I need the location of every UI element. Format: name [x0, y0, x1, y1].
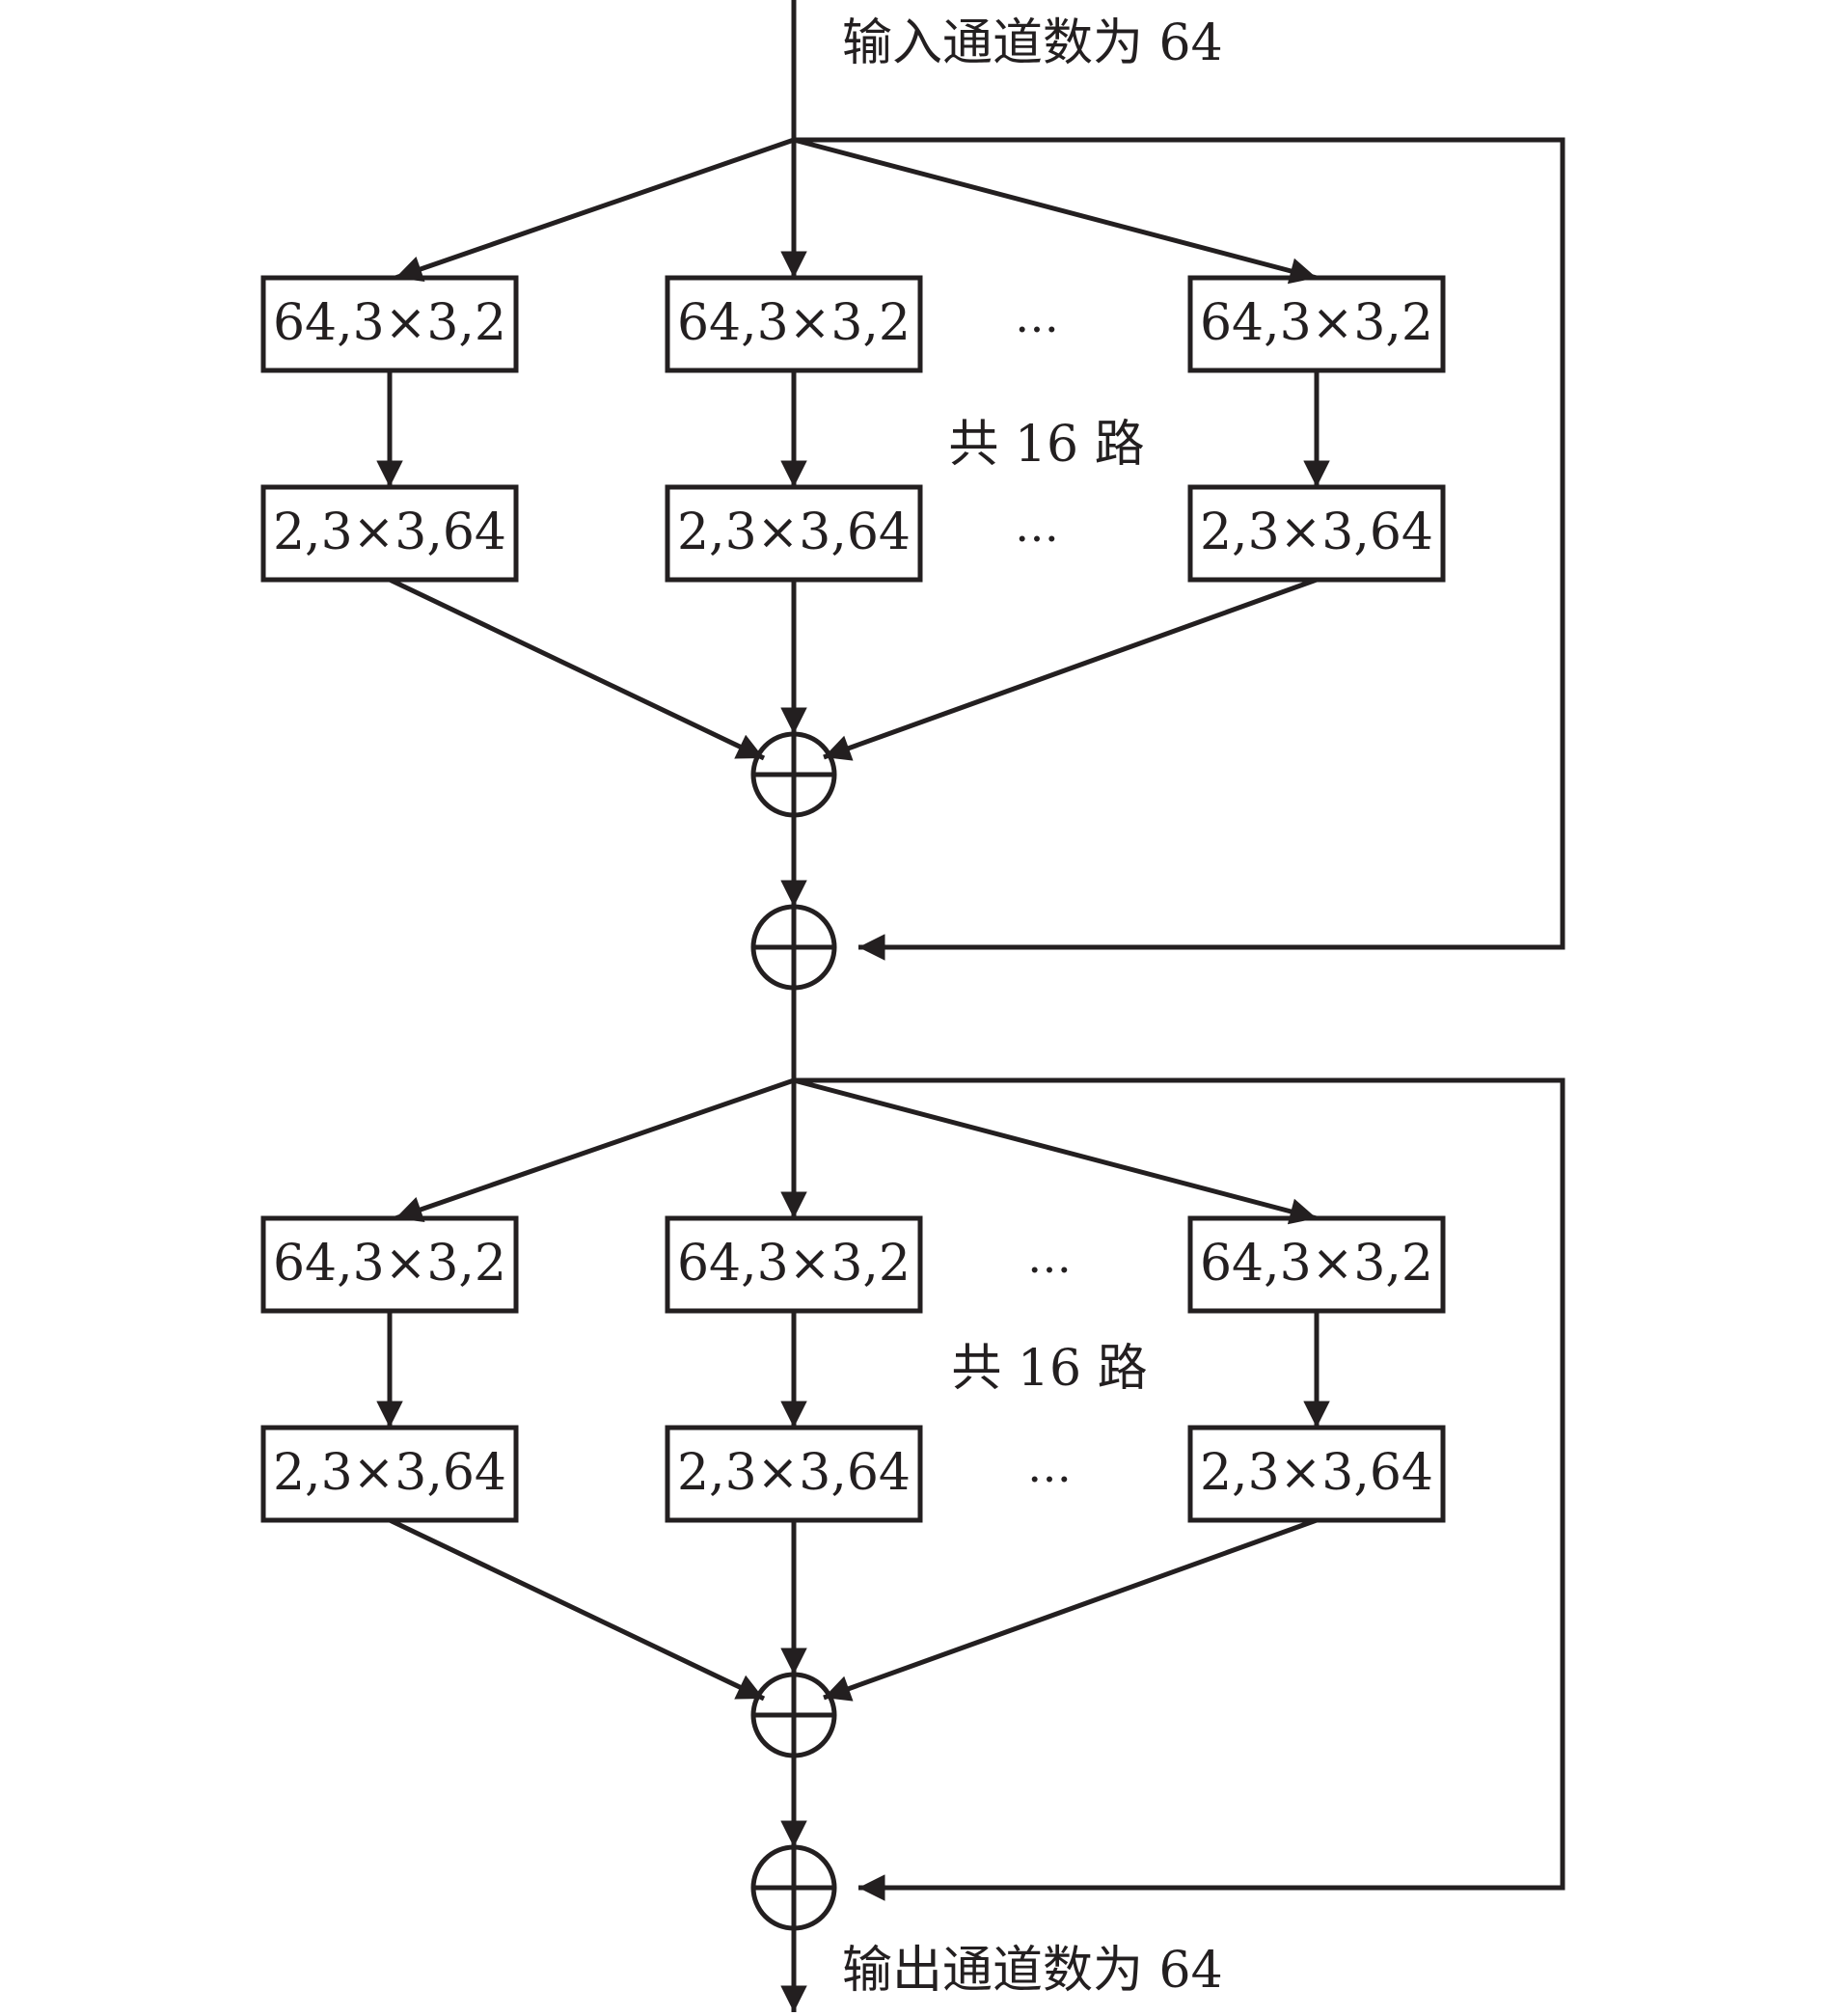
conv-label-bottom-middle: 2,3×3,64 — [677, 1444, 911, 1502]
conv-label-bottom-right: 2,3×3,64 — [1200, 1444, 1433, 1502]
sum-node-residual — [750, 904, 837, 991]
conv-label-top-middle: 64,3×3,2 — [677, 294, 911, 352]
sum-node-aggregate — [750, 1672, 837, 1758]
merge-arrow-right — [823, 577, 1318, 761]
block-2 — [260, 1077, 1565, 1931]
conv-label-top-right: 64,3×3,2 — [1200, 1235, 1433, 1293]
input-arrow-left — [395, 137, 795, 282]
conv-label-top-right: 64,3×3,2 — [1200, 294, 1433, 352]
conv-label-bottom-left: 2,3×3,64 — [273, 1444, 506, 1502]
conv-label-top-left: 64,3×3,2 — [273, 294, 506, 352]
merge-arrow-left — [388, 1517, 766, 1702]
paths-count-label: 共 16 路 — [951, 1340, 1147, 1398]
input-arrow-left — [395, 1077, 795, 1222]
shortcut-line — [794, 137, 1565, 961]
conv-label-bottom-left: 2,3×3,64 — [273, 504, 506, 561]
merge-arrow-right — [823, 1517, 1318, 1702]
conv-label-top-middle: 64,3×3,2 — [677, 1235, 911, 1293]
input-arrow-right — [793, 1077, 1318, 1225]
ellipsis-top: … — [1027, 1231, 1072, 1283]
shortcut-line — [794, 1077, 1565, 1901]
sum-node-residual — [750, 1844, 837, 1931]
conv-label-top-left: 64,3×3,2 — [273, 1235, 506, 1293]
ellipsis-top: … — [1015, 290, 1059, 342]
merge-arrow-left — [388, 577, 766, 761]
ellipsis-bottom: … — [1027, 1440, 1072, 1492]
input-arrow-right — [793, 137, 1318, 285]
paths-count-label: 共 16 路 — [948, 416, 1144, 474]
block-1 — [260, 137, 1565, 1080]
ellipsis-bottom: … — [1015, 500, 1059, 552]
sum-node-aggregate — [750, 731, 837, 818]
input-channels-label: 输入通道数为 64 — [842, 14, 1223, 72]
conv-label-bottom-middle: 2,3×3,64 — [677, 504, 911, 561]
conv-label-bottom-right: 2,3×3,64 — [1200, 504, 1433, 561]
output-channels-label: 输出通道数为 64 — [842, 1942, 1223, 2000]
